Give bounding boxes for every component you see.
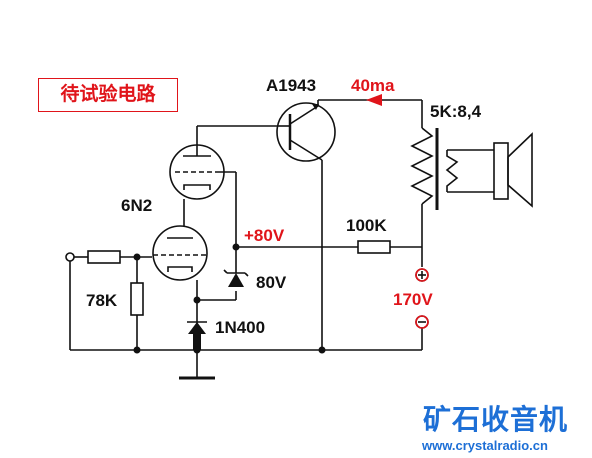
label-tube: 6N2 [121,196,152,215]
supply-minus-ring [415,315,429,329]
junction-cathode [193,296,201,304]
label-current: 40ma [351,76,395,95]
input-terminal [65,252,75,262]
resistor-100k [357,240,391,254]
circuit-title-box: 待试验电路 [38,78,178,112]
watermark-brand: 矿石收音机 [423,403,569,436]
junction-80v [232,243,240,251]
triode-upper-cathode [183,184,211,190]
speaker-cone [507,132,533,208]
watermark-url: www.crystalradio.cn [422,438,548,453]
junction-78k [133,253,141,261]
junction-collector [318,346,326,354]
diode-lead [193,334,201,350]
current-arrow [366,94,382,106]
transformer-secondary [445,150,459,192]
junction-ground [193,346,201,354]
label-supply-voltage: 170V [393,290,433,309]
label-plus-voltage: +80V [244,226,285,245]
resistor-78k [130,282,144,316]
diode-triangle [188,322,206,334]
label-transistor: A1943 [266,76,316,95]
emitter-arrow [312,104,319,110]
label-zener-voltage: 80V [256,273,287,292]
triode-lower [152,225,208,281]
transformer-primary [410,127,434,205]
junction-78k-ground [133,346,141,354]
label-diode: 1N400 [215,318,265,337]
label-transformer: 5K:8,4 [430,102,482,121]
label-resistor-100k: 100K [346,216,387,235]
transistor-emitter [289,105,319,125]
supply-plus-ring [415,268,429,282]
speaker-magnet [493,142,509,200]
input-resistor [87,250,121,264]
transistor-a1943 [276,102,336,162]
triode-lower-cathode [167,266,193,272]
zener-triangle [228,273,244,287]
label-resistor-78k: 78K [86,291,118,310]
transistor-collector [289,139,323,161]
